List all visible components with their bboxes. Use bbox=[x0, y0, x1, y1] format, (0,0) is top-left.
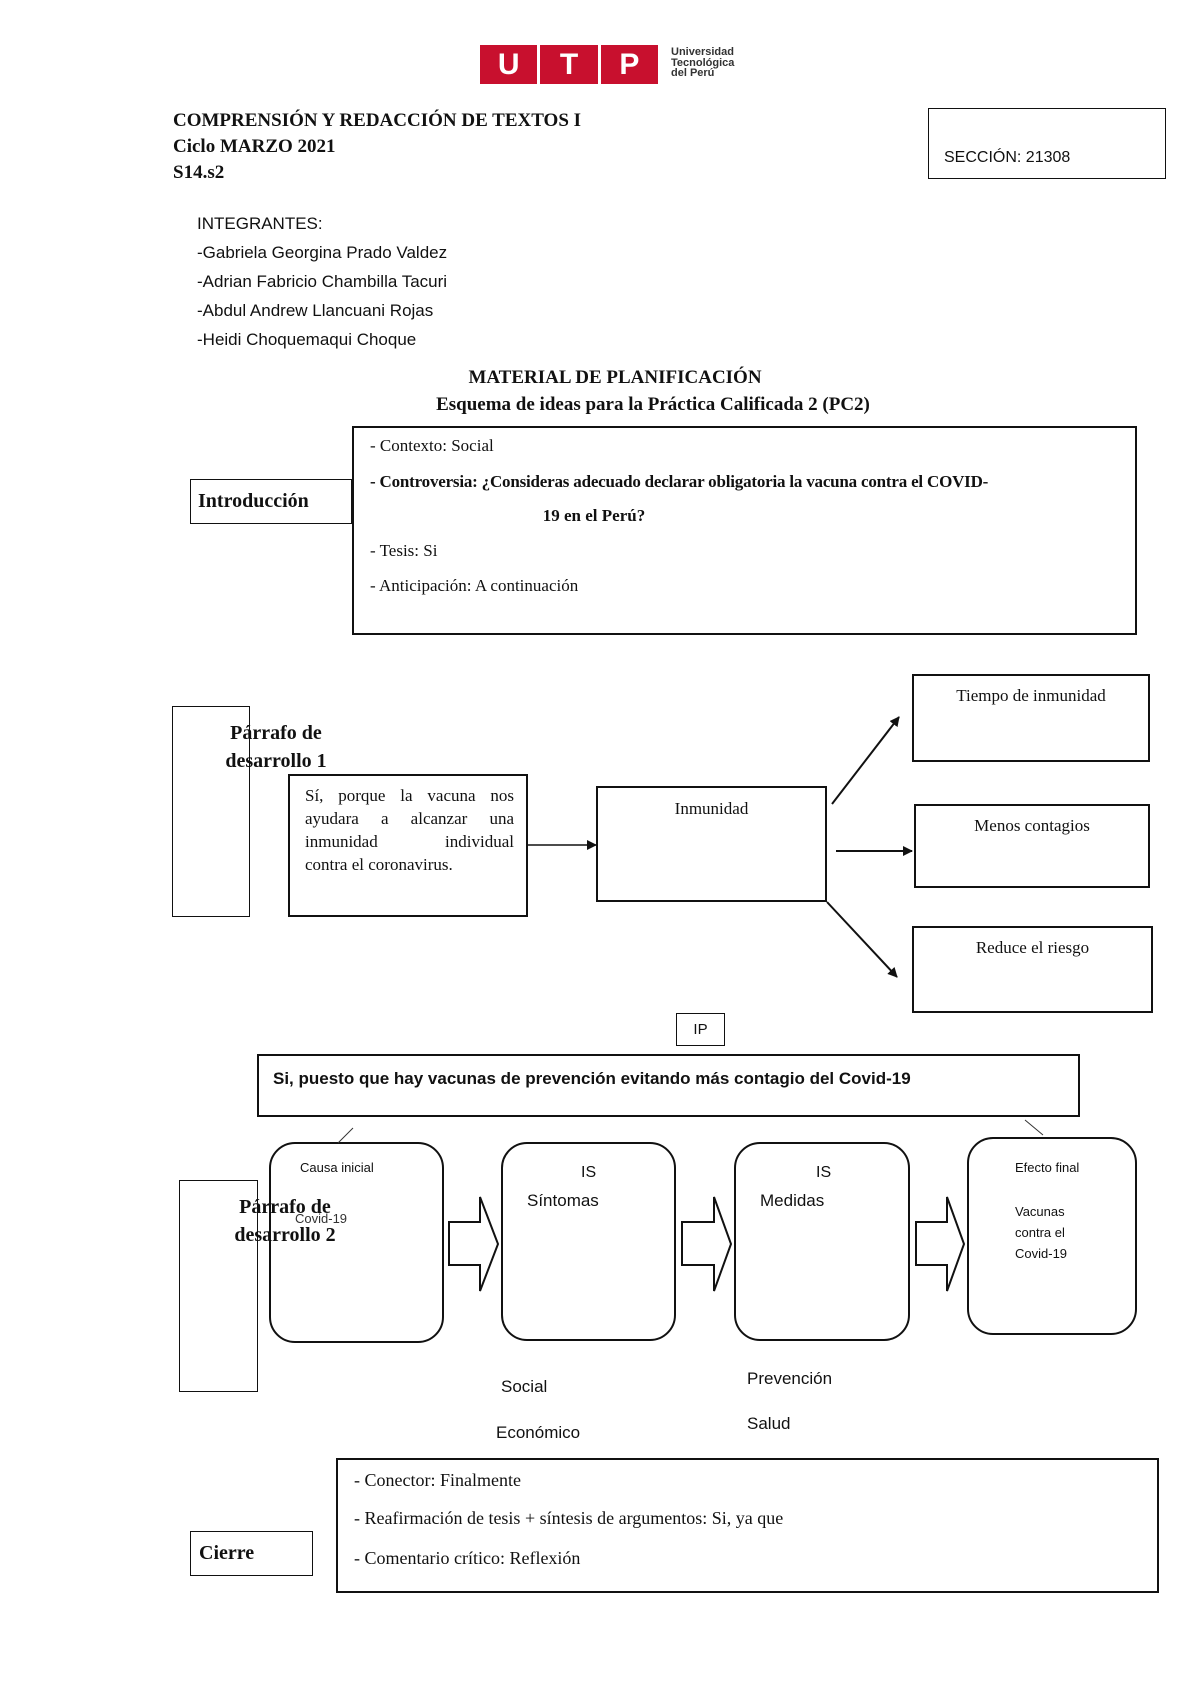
development-1-label-line: desarrollo 1 bbox=[225, 750, 327, 772]
effect-line: contra el bbox=[1015, 1225, 1065, 1240]
outcome-box: Tiempo de inmunidad bbox=[912, 674, 1150, 762]
block-arrow-measures-to-effect bbox=[915, 1196, 966, 1292]
development-2-label-line: desarrollo 2 bbox=[234, 1224, 336, 1246]
intro-anticipation: - Anticipación: A continuación bbox=[370, 576, 579, 595]
member-name: -Heidi Choquemaqui Choque bbox=[197, 330, 417, 349]
development-2-label-line: Párrafo de bbox=[239, 1196, 331, 1218]
effect-text: Vacunas contra el Covid-19 bbox=[1015, 1201, 1067, 1264]
effect-box: Efecto final Vacunas contra el Covid-19 bbox=[967, 1137, 1137, 1335]
effect-title: Efecto final bbox=[1015, 1160, 1080, 1175]
closing-label: Cierre bbox=[199, 1542, 255, 1564]
development-2-label: Párrafo de desarrollo 2 bbox=[205, 1193, 365, 1249]
logo-letter-p: P bbox=[600, 45, 658, 84]
logo-letter-t: T bbox=[540, 45, 598, 84]
members-list: INTEGRANTES: -Gabriela Georgina Prado Va… bbox=[197, 209, 447, 354]
course-session: S14.s2 bbox=[173, 162, 225, 183]
closing-label-box: Cierre bbox=[190, 1531, 313, 1576]
argument-box: Sí, porque la vacuna nos ayudara a alcan… bbox=[288, 774, 528, 917]
symptoms-box: IS Síntomas bbox=[501, 1142, 676, 1341]
introduction-label-box: Introducción bbox=[190, 479, 352, 524]
outcome-box: Menos contagios bbox=[914, 804, 1150, 888]
argument-line: inmunidad individual bbox=[305, 832, 514, 851]
ip-box: Si, puesto que hay vacunas de prevención… bbox=[257, 1054, 1080, 1117]
cause-box: Causa inicial Covid-19 bbox=[269, 1142, 444, 1343]
introduction-box: - Contexto: Social - Controversia: ¿Cons… bbox=[352, 426, 1137, 635]
symptoms-tag: IS bbox=[581, 1164, 597, 1181]
connector-line bbox=[1024, 1119, 1044, 1136]
argument-line: contra el coronavirus. bbox=[305, 855, 453, 874]
cause-title: Causa inicial bbox=[300, 1160, 374, 1175]
logo-letter-u: U bbox=[480, 45, 538, 84]
cause-text: Covid-19 bbox=[295, 1211, 348, 1226]
effect-line: Vacunas bbox=[1015, 1204, 1065, 1219]
arrow-idea-to-outcome-1 bbox=[831, 716, 900, 805]
closing-critical-comment: - Comentario crítico: Reflexión bbox=[354, 1548, 581, 1568]
member-name: -Gabriela Georgina Prado Valdez bbox=[197, 243, 448, 262]
outcome-box: Reduce el riesgo bbox=[912, 926, 1153, 1013]
course-title: COMPRENSIÓN Y REDACCIÓN DE TEXTOS I bbox=[173, 110, 582, 131]
development-1-label-line: Párrafo de bbox=[230, 722, 322, 744]
measures-tag: IS bbox=[816, 1164, 832, 1181]
argument-line: Sí, porque la vacuna nos bbox=[305, 786, 514, 805]
intro-thesis: - Tesis: Si bbox=[370, 541, 438, 560]
effect-line: Covid-19 bbox=[1015, 1246, 1068, 1261]
measures-item: Prevención bbox=[747, 1369, 833, 1388]
main-title: MATERIAL DE PLANIFICACIÓN bbox=[468, 367, 762, 388]
arrow-idea-to-outcome-3 bbox=[826, 901, 898, 978]
measures-item: Salud bbox=[747, 1414, 791, 1433]
block-arrow-symptoms-to-measures bbox=[681, 1196, 733, 1292]
argument-line: ayudara a alcanzar una bbox=[305, 809, 514, 828]
members-label: INTEGRANTES: bbox=[197, 214, 323, 233]
development-1-label: Párrafo de desarrollo 1 bbox=[196, 719, 356, 775]
intro-controversy: - Controversia: ¿Consideras adecuado dec… bbox=[370, 472, 989, 491]
connector-line bbox=[337, 1127, 354, 1144]
symptoms-title: Síntomas bbox=[527, 1191, 599, 1210]
symptoms-item: Social bbox=[501, 1377, 548, 1396]
intro-controversy-continuation: 19 en el Perú? bbox=[542, 506, 646, 525]
introduction-label: Introducción bbox=[198, 490, 309, 512]
closing-box: - Conector: Finalmente - Reafirmación de… bbox=[336, 1458, 1159, 1593]
section-label: SECCIÓN: 21308 bbox=[944, 149, 1071, 166]
university-name-line: del Perú bbox=[671, 67, 715, 79]
section-box: SECCIÓN: 21308 bbox=[928, 108, 1166, 179]
utp-logo: U T P bbox=[480, 45, 658, 84]
ip-text: Si, puesto que hay vacunas de prevención… bbox=[273, 1069, 911, 1088]
university-name-line: Tecnológica bbox=[671, 56, 735, 69]
university-name-line: Universidad bbox=[671, 46, 734, 58]
intro-context: - Contexto: Social bbox=[370, 436, 494, 455]
ip-label: IP bbox=[693, 1021, 708, 1038]
block-arrow-cause-to-symptoms bbox=[448, 1196, 500, 1292]
central-idea-text: Inmunidad bbox=[674, 799, 749, 818]
argument-text: Sí, porque la vacuna nos ayudara a alcan… bbox=[305, 784, 514, 876]
outcome-text: Tiempo de inmunidad bbox=[956, 686, 1106, 705]
ip-label-box: IP bbox=[676, 1013, 725, 1046]
central-idea-box: Inmunidad bbox=[596, 786, 827, 902]
course-header: COMPRENSIÓN Y REDACCIÓN DE TEXTOS I Cicl… bbox=[173, 108, 581, 186]
symptoms-item: Económico bbox=[496, 1423, 581, 1442]
closing-connector: - Conector: Finalmente bbox=[354, 1470, 521, 1490]
sub-title: Esquema de ideas para la Práctica Califi… bbox=[436, 394, 870, 415]
development-1-label-box bbox=[172, 706, 250, 917]
closing-reaffirmation: - Reafirmación de tesis + síntesis de ar… bbox=[354, 1508, 784, 1528]
course-cycle: Ciclo MARZO 2021 bbox=[173, 136, 336, 157]
university-name: Universidad Tecnológica del Perú bbox=[671, 47, 734, 79]
measures-box: IS Medidas bbox=[734, 1142, 910, 1341]
outcome-text: Reduce el riesgo bbox=[975, 938, 1090, 957]
member-name: -Abdul Andrew Llancuani Rojas bbox=[197, 301, 434, 320]
measures-title: Medidas bbox=[760, 1191, 825, 1210]
outcome-text: Menos contagios bbox=[974, 816, 1090, 835]
member-name: -Adrian Fabricio Chambilla Tacuri bbox=[197, 272, 448, 291]
development-2-label-box bbox=[179, 1180, 258, 1392]
